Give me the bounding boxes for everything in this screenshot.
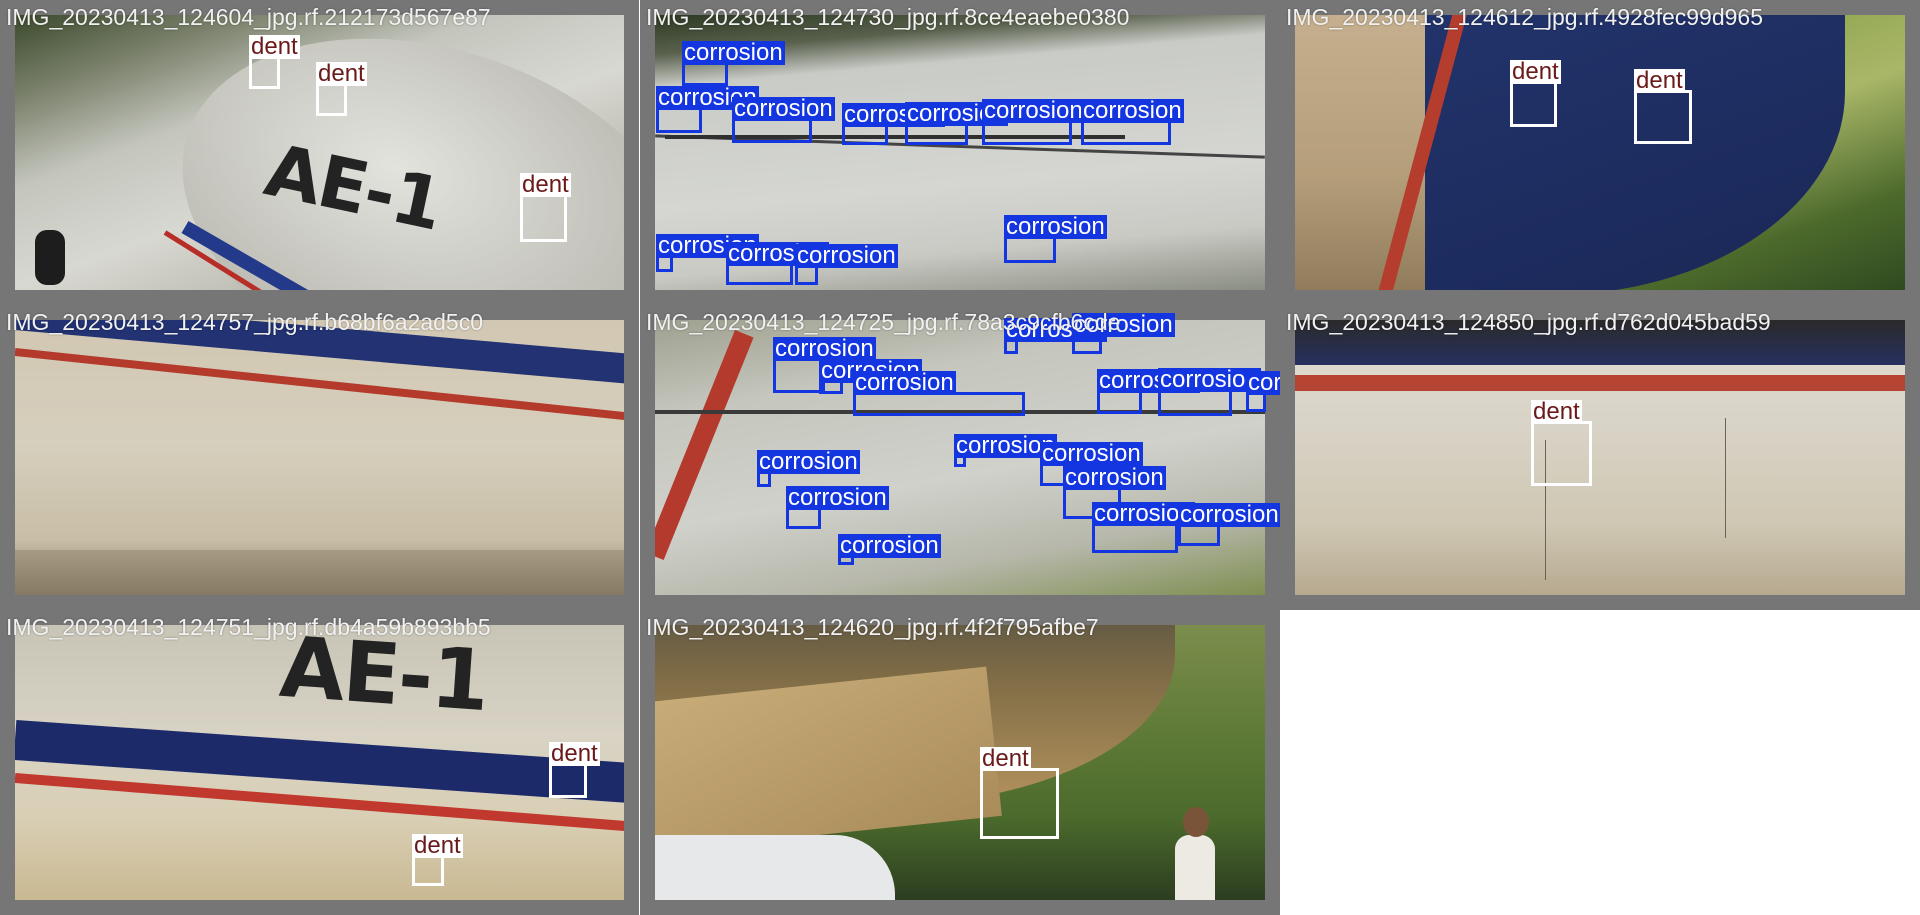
corrosion-box: corrosion <box>838 534 941 565</box>
dent-box: dent <box>1634 69 1692 144</box>
corrosion-box: corrosion <box>1097 369 1200 414</box>
corrosion-box: corrosion <box>757 450 860 487</box>
corrosion-box: corrosion <box>795 244 898 285</box>
corrosion-label: corrosion <box>1092 500 1195 527</box>
corrosion-box: corrosion <box>853 371 1025 416</box>
corrosion-label: corrosion <box>682 39 785 66</box>
corrosion-box: corrosion <box>1246 371 1280 412</box>
corrosion-label: corrosion <box>982 97 1085 124</box>
tile-title: IMG_20230413_124757_jpg.rf.b68bf6a2ad5c0 <box>6 309 484 335</box>
corrosion-box: corrosion <box>954 434 1057 467</box>
corrosion-label: corrosion <box>954 432 1057 459</box>
corrosion-box: corrosion <box>786 486 889 529</box>
corrosion-label: corrosion <box>853 369 956 396</box>
tile-title: IMG_20230413_124751_jpg.rf.db4a59b893bb5 <box>6 614 491 640</box>
corrosion-label: corrosion <box>757 448 860 475</box>
photo-3 <box>1295 15 1905 290</box>
dent-label: dent <box>249 33 300 60</box>
dent-label: dent <box>1531 398 1582 425</box>
dent-label: dent <box>980 745 1031 772</box>
tile-title: IMG_20230413_124730_jpg.rf.8ce4eaebe0380 <box>646 4 1130 30</box>
image-tile-7: AE-1 IMG_20230413_124751_jpg.rf.db4a59b8… <box>0 610 639 915</box>
corrosion-box: corrosion <box>1178 503 1280 546</box>
corrosion-box: corrosion <box>1158 368 1261 416</box>
image-tile-6: IMG_20230413_124850_jpg.rf.d762d045bad59… <box>1280 305 1920 610</box>
dent-box: dent <box>1531 400 1592 486</box>
dent-box: dent <box>980 747 1059 839</box>
corrosion-label: corrosion <box>1040 440 1143 467</box>
photo-6 <box>1295 320 1905 595</box>
corrosion-box: corrosion <box>1063 466 1166 519</box>
dent-label: dent <box>316 60 367 87</box>
corrosion-label: corrosion <box>1063 464 1166 491</box>
dent-label: dent <box>1510 58 1561 85</box>
photo-8 <box>655 625 1265 900</box>
corrosion-box: corrosion <box>656 234 759 272</box>
dent-box: dent <box>316 62 367 116</box>
corrosion-label: corrosion <box>786 484 889 511</box>
corrosion-label: corrosion <box>1246 371 1280 395</box>
corrosion-box: corrosion <box>1004 215 1107 263</box>
dent-box: dent <box>249 35 300 89</box>
corrosion-label: corrosion <box>1004 213 1107 240</box>
tile-title: IMG_20230413_124850_jpg.rf.d762d045bad59 <box>1286 309 1771 335</box>
corrosion-box: corrosion <box>1092 502 1195 553</box>
tile-title: IMG_20230413_124604_jpg.rf.212173d567e87 <box>6 4 491 30</box>
dent-label: dent <box>1634 67 1685 94</box>
corrosion-box: corrosion <box>982 99 1085 145</box>
photo-4 <box>15 320 624 595</box>
painted-registration-text: AE-1 <box>276 625 491 731</box>
tile-title: IMG_20230413_124620_jpg.rf.4f2f795afbe7 <box>646 614 1099 640</box>
corrosion-box: corrosion <box>682 41 785 86</box>
image-tile-5: IMG_20230413_124725_jpg.rf.78a3c9cfb6cde… <box>640 305 1280 610</box>
corrosion-label: corrosion <box>773 335 876 362</box>
corrosion-box: corrosion <box>726 242 829 285</box>
corrosion-label: corrosion <box>1081 97 1184 124</box>
image-tile-4: IMG_20230413_124757_jpg.rf.b68bf6a2ad5c0… <box>0 305 639 610</box>
image-tile-2: IMG_20230413_124730_jpg.rf.8ce4eaebe0380… <box>640 0 1280 305</box>
image-tile-8: IMG_20230413_124620_jpg.rf.4f2f795afbe7 … <box>640 610 1280 915</box>
tile-title: IMG_20230413_124725_jpg.rf.78a3c9cfb6cde <box>646 309 1121 335</box>
corrosion-box: corrosion <box>732 97 835 143</box>
dent-label: dent <box>412 832 463 859</box>
tile-title: IMG_20230413_124612_jpg.rf.4928fec99d965 <box>1286 4 1764 30</box>
corrosion-label: corrosion <box>1158 366 1261 393</box>
corrosion-box: corrosion <box>819 359 922 394</box>
dent-box: dent <box>1510 60 1561 127</box>
dent-label: dent <box>549 740 600 767</box>
dent-label: dent <box>520 171 571 198</box>
corrosion-label: corrosion <box>795 242 898 269</box>
corrosion-label: corrosion <box>838 532 941 559</box>
corrosion-box: corrosion <box>1072 313 1175 354</box>
corrosion-label: corrosion <box>1072 311 1175 338</box>
dent-box: dent <box>412 834 463 886</box>
corrosion-box: corrosion <box>656 86 759 133</box>
dent-box: dent <box>549 742 600 798</box>
corrosion-box: corrosion <box>773 337 876 393</box>
corrosion-box: corrosion <box>1040 442 1143 486</box>
photo-1: AE-1 <box>15 15 624 290</box>
corrosion-box: corrosion <box>842 103 945 145</box>
corrosion-box: corrosion <box>905 102 1008 145</box>
corrosion-box: corrosion <box>1004 318 1107 354</box>
image-tile-1: AE-1 IMG_20230413_124604_jpg.rf.212173d5… <box>0 0 639 305</box>
corrosion-label: corrosion <box>1178 501 1280 528</box>
corrosion-box: corrosion <box>1081 99 1184 145</box>
image-tile-3: IMG_20230413_124612_jpg.rf.4928fec99d965… <box>1280 0 1920 305</box>
photo-7: AE-1 <box>15 625 624 900</box>
corrosion-label: corrosion <box>732 95 835 122</box>
dent-box: dent <box>520 173 571 242</box>
